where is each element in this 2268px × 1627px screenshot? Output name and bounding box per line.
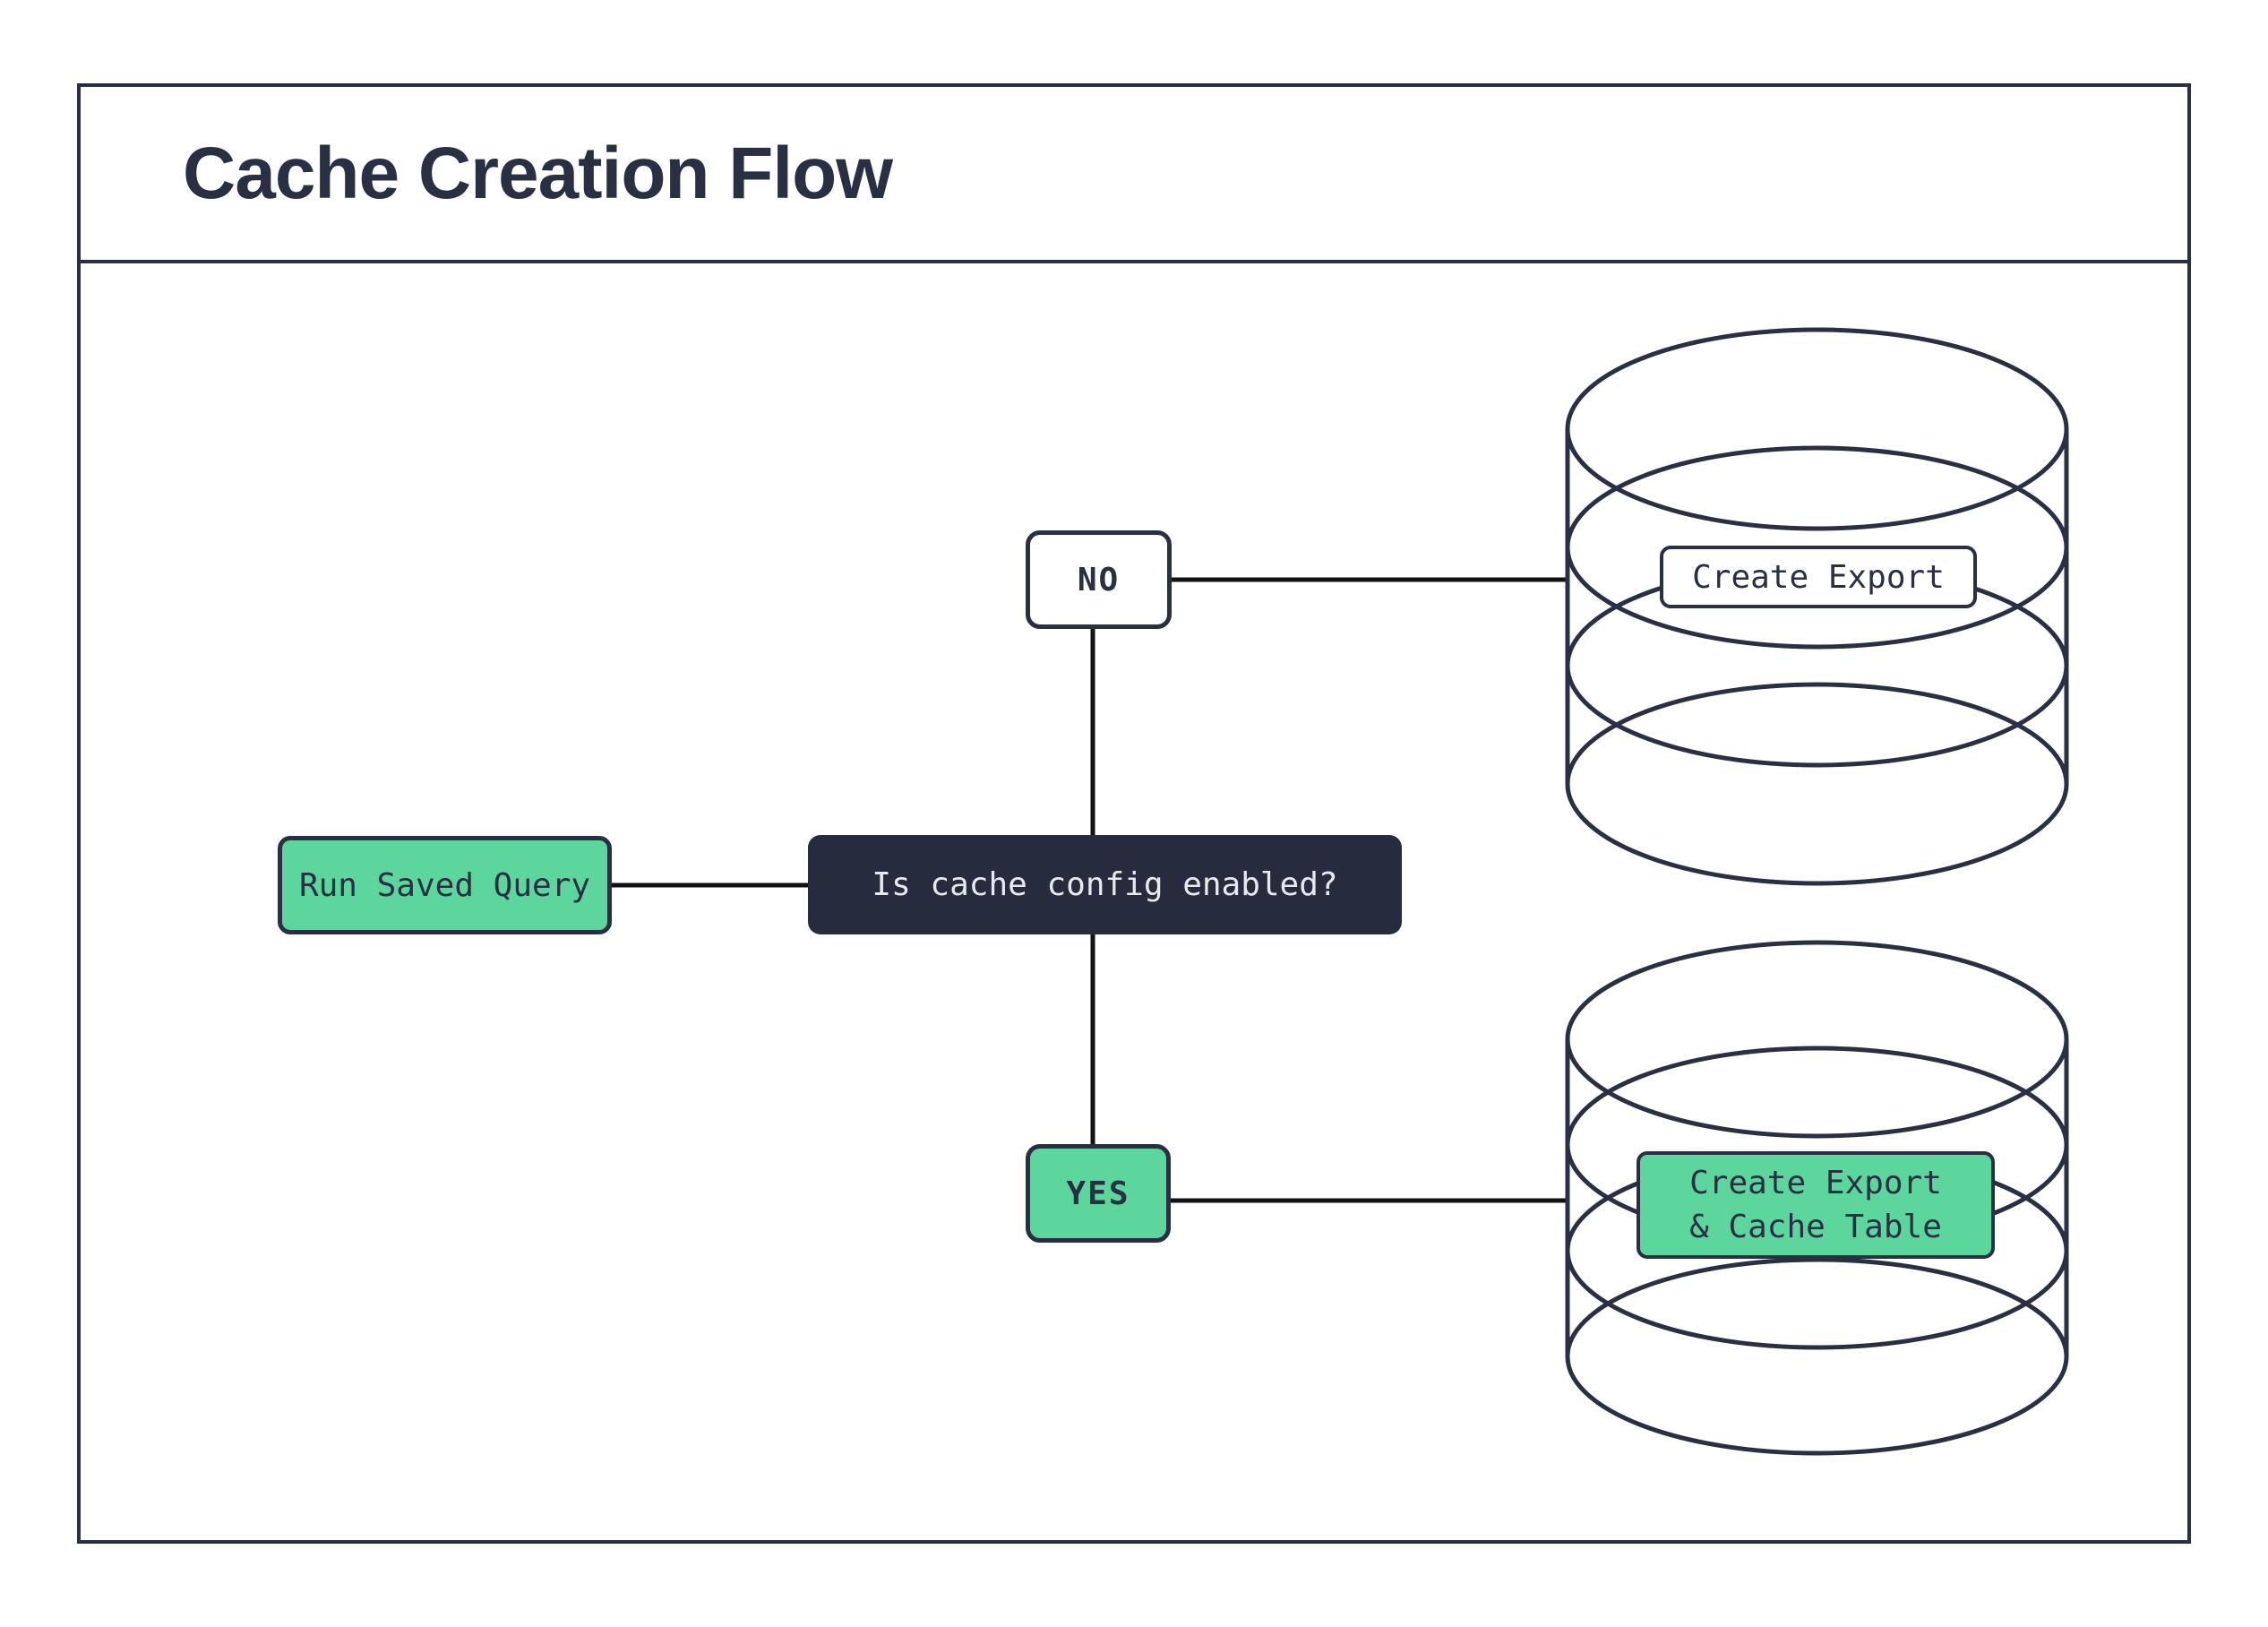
db-label-create-export-text: Create Export [1692,558,1945,596]
page-title: Cache Creation Flow [183,132,893,214]
db-label-create-export-cache-table: Create Export & Cache Table [1637,1151,1995,1259]
db-label-cache-line1: Create Export [1689,1165,1942,1201]
db-label-cache-line2: & Cache Table [1689,1209,1942,1245]
node-run-saved-query: Run Saved Query [278,836,612,934]
node-run-saved-query-label: Run Saved Query [298,866,591,904]
node-decision-label: Is cache config enabled? [872,866,1338,903]
db-label-create-export: Create Export [1660,546,1977,608]
node-branch-no: NO [1026,530,1172,629]
node-decision-cache-config: Is cache config enabled? [808,835,1402,934]
branch-no-label: NO [1077,561,1121,598]
node-branch-yes: YES [1026,1144,1171,1243]
title-band: Cache Creation Flow [81,87,2187,263]
branch-yes-label: YES [1066,1175,1130,1212]
diagram-frame: Cache Creation Flow [77,83,2191,1544]
